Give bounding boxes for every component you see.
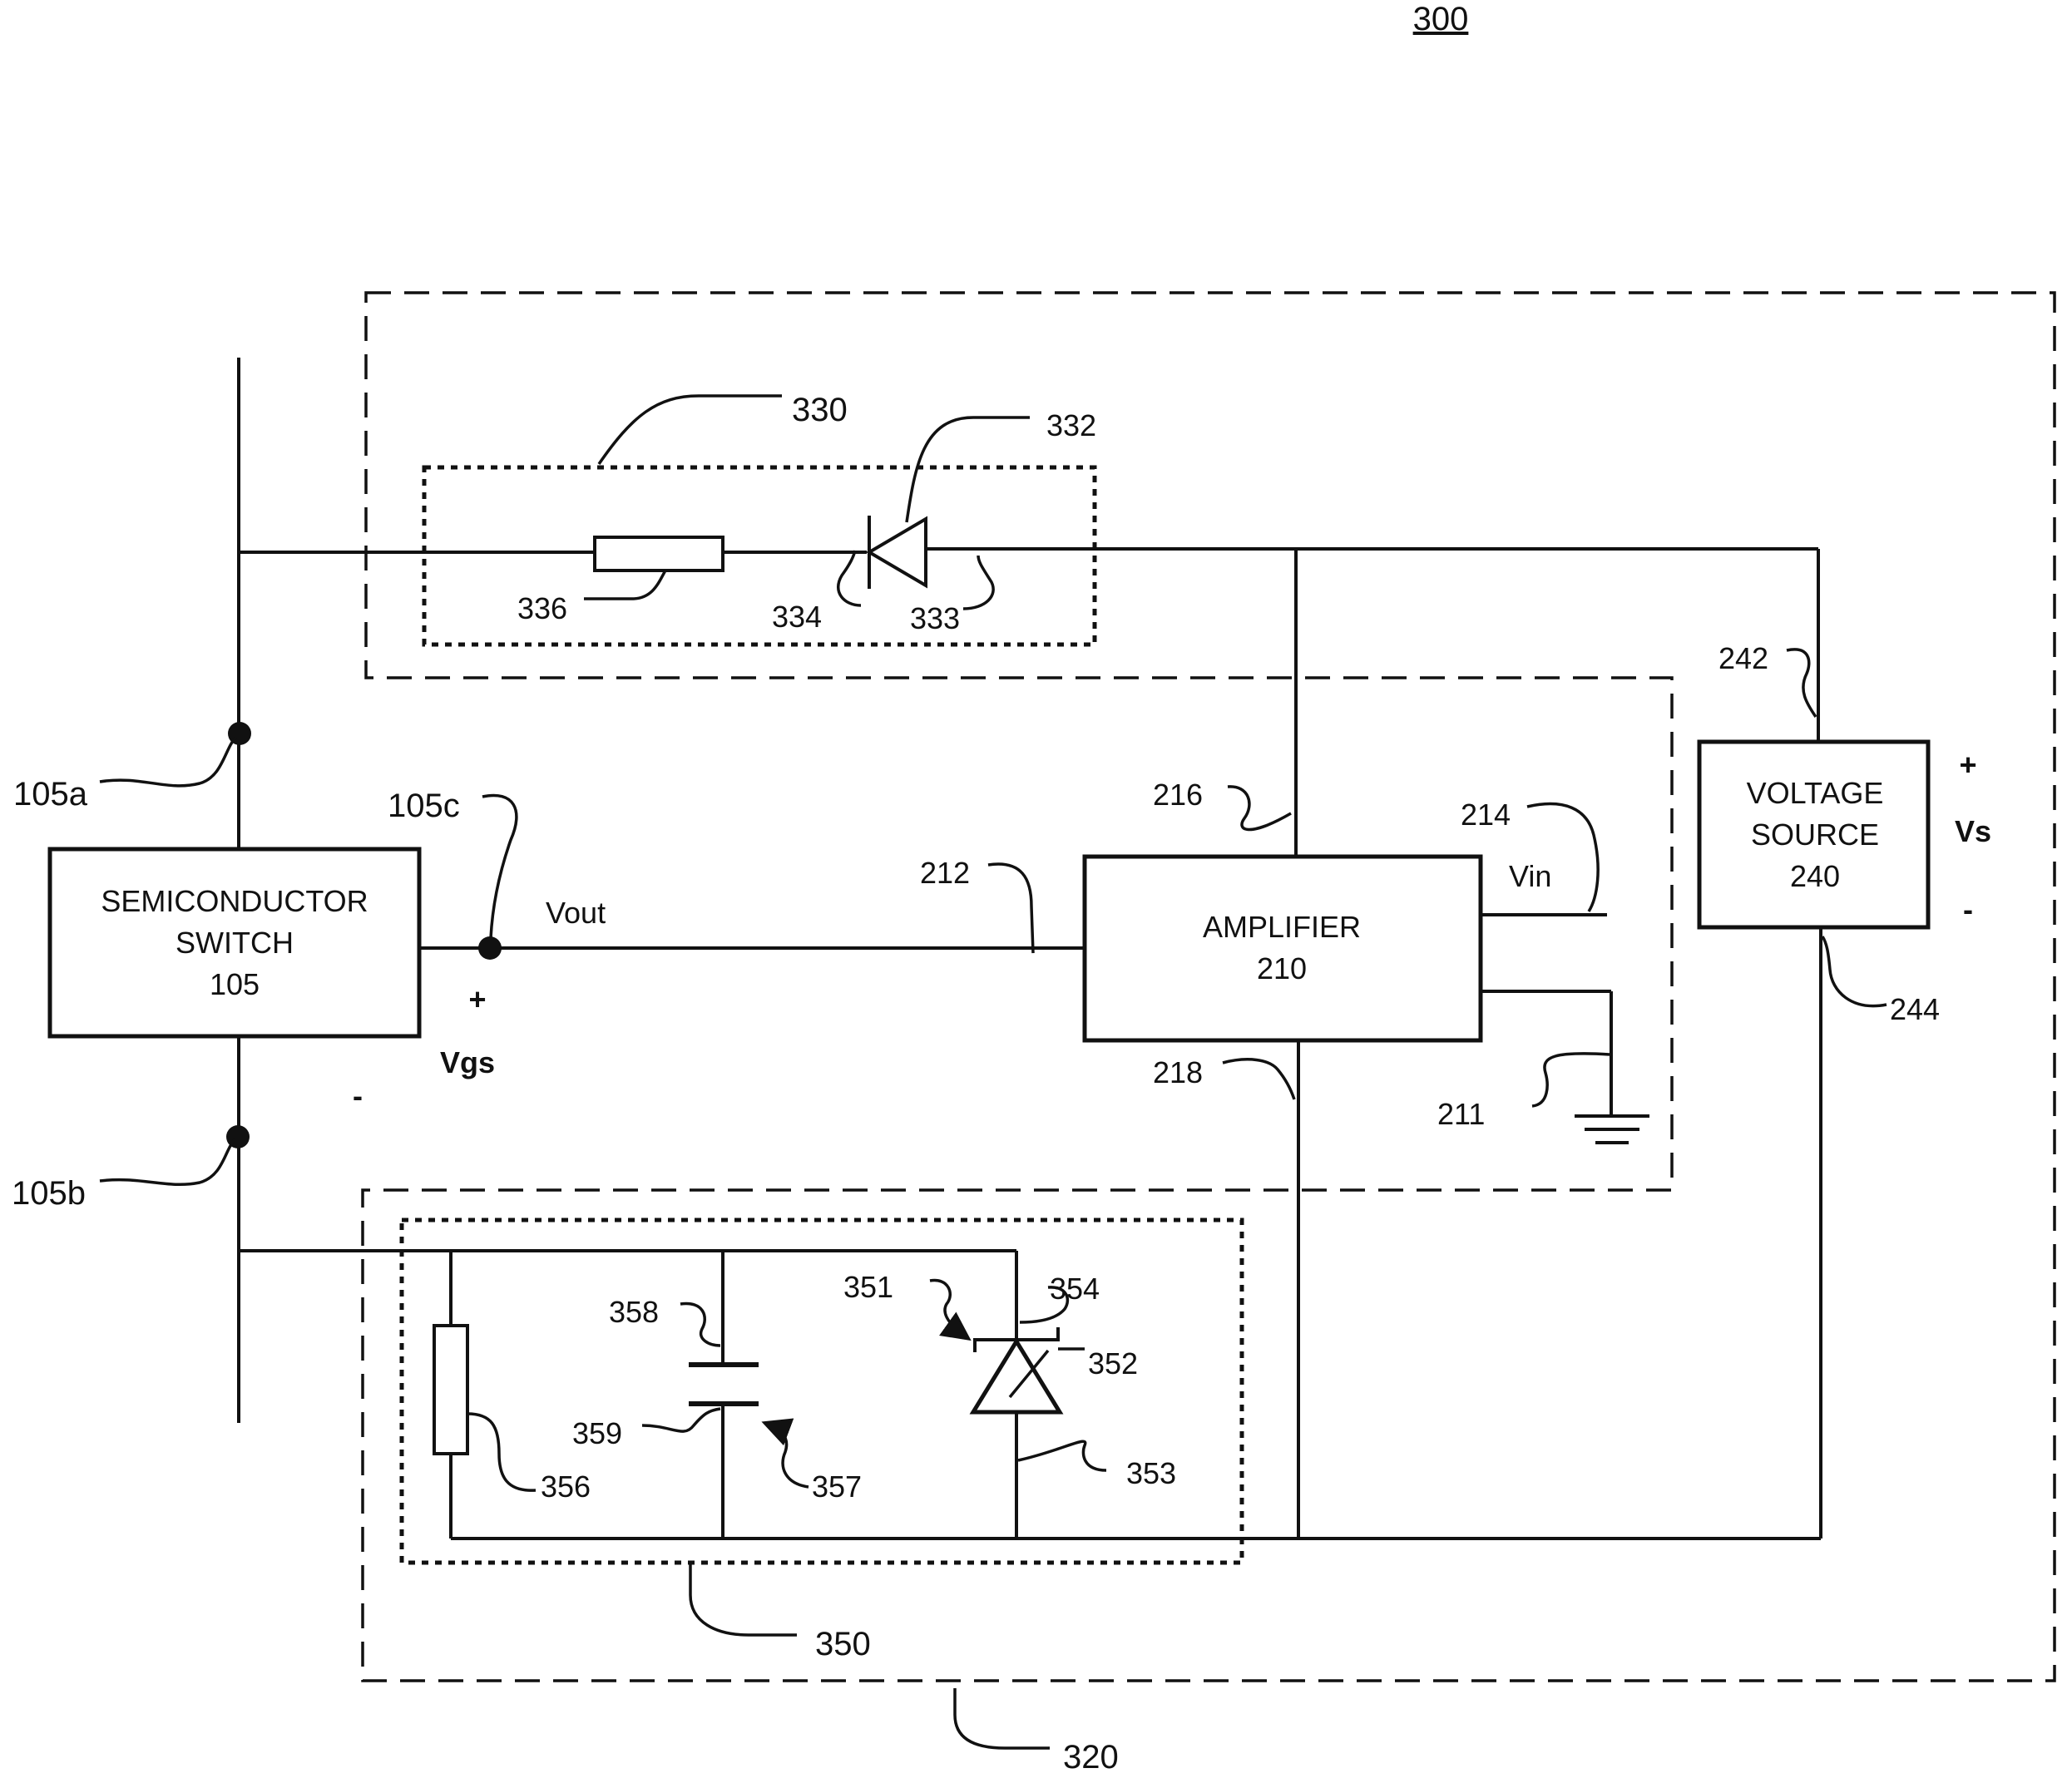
leader-218 bbox=[1223, 1059, 1294, 1099]
figure-number: 300 bbox=[1413, 1, 1469, 37]
ref-105a: 105a bbox=[13, 776, 88, 813]
leader-351 bbox=[930, 1280, 967, 1337]
leader-333 bbox=[963, 556, 993, 609]
ref-336: 336 bbox=[517, 591, 567, 625]
ref-358: 358 bbox=[609, 1295, 659, 1329]
switch-label-ref: 105 bbox=[210, 967, 260, 1001]
ref-218: 218 bbox=[1153, 1055, 1203, 1089]
signal-vgs-plus: + bbox=[468, 982, 486, 1016]
leader-105c bbox=[482, 795, 517, 938]
ref-333: 333 bbox=[910, 601, 960, 635]
ref-353: 353 bbox=[1126, 1456, 1176, 1490]
diode-332 bbox=[869, 519, 926, 585]
ground-symbol bbox=[1575, 1116, 1649, 1143]
ref-105c: 105c bbox=[388, 788, 460, 824]
source-label-ref: 240 bbox=[1790, 859, 1840, 893]
signal-vgs: Vgs bbox=[440, 1045, 495, 1079]
signal-vout: Vout bbox=[546, 896, 606, 930]
ref-351: 351 bbox=[843, 1270, 893, 1304]
ref-330: 330 bbox=[792, 392, 848, 428]
leader-211 bbox=[1532, 1054, 1610, 1106]
leader-336 bbox=[584, 570, 665, 599]
leader-359 bbox=[642, 1409, 720, 1431]
resistor-356 bbox=[434, 1326, 467, 1454]
leader-358 bbox=[680, 1303, 720, 1346]
ref-357: 357 bbox=[812, 1469, 862, 1504]
ref-350: 350 bbox=[815, 1626, 871, 1662]
signal-vs-minus: - bbox=[1963, 892, 1973, 926]
ref-332: 332 bbox=[1046, 408, 1096, 442]
leader-320 bbox=[955, 1688, 1050, 1748]
leader-350 bbox=[690, 1563, 797, 1635]
amplifier-block bbox=[1085, 857, 1481, 1040]
ref-320: 320 bbox=[1063, 1739, 1119, 1776]
ref-354: 354 bbox=[1050, 1272, 1100, 1306]
signal-vgs-minus: - bbox=[353, 1079, 363, 1113]
ref-212: 212 bbox=[920, 856, 970, 890]
leader-334 bbox=[838, 551, 861, 605]
resistor-336 bbox=[595, 537, 723, 570]
amplifier-label: AMPLIFIER bbox=[1203, 910, 1361, 944]
leader-356 bbox=[467, 1414, 536, 1490]
leader-242 bbox=[1787, 650, 1816, 717]
ref-242: 242 bbox=[1718, 641, 1768, 675]
leader-330 bbox=[599, 396, 782, 464]
ref-334: 334 bbox=[772, 600, 822, 634]
leader-332 bbox=[907, 417, 1030, 522]
signal-vs: Vs bbox=[1955, 814, 1991, 848]
node-105c bbox=[478, 936, 502, 960]
leader-357 bbox=[767, 1424, 809, 1487]
source-label-line1: VOLTAGE bbox=[1747, 776, 1884, 810]
leader-105b bbox=[100, 1139, 235, 1184]
leader-214 bbox=[1527, 804, 1598, 911]
leader-216 bbox=[1228, 787, 1291, 830]
leader-105a bbox=[100, 737, 236, 786]
ref-352: 352 bbox=[1088, 1346, 1138, 1381]
switch-label-line2: SWITCH bbox=[176, 926, 294, 960]
ref-216: 216 bbox=[1153, 778, 1203, 812]
ref-359: 359 bbox=[572, 1416, 622, 1450]
ref-211: 211 bbox=[1437, 1097, 1485, 1131]
ref-356: 356 bbox=[541, 1469, 591, 1504]
signal-vin: Vin bbox=[1509, 859, 1551, 893]
ref-105b: 105b bbox=[12, 1175, 86, 1212]
signal-vs-plus: + bbox=[1959, 748, 1976, 782]
switch-label-line1: SEMICONDUCTOR bbox=[101, 884, 368, 918]
source-label-line2: SOURCE bbox=[1751, 817, 1879, 852]
leader-353 bbox=[1018, 1441, 1106, 1470]
amplifier-ref: 210 bbox=[1257, 951, 1307, 985]
leader-212 bbox=[988, 864, 1033, 953]
ref-244: 244 bbox=[1890, 992, 1940, 1026]
subcircuit-350-box bbox=[402, 1220, 1242, 1563]
ref-214: 214 bbox=[1461, 798, 1511, 832]
leader-244 bbox=[1822, 936, 1887, 1006]
